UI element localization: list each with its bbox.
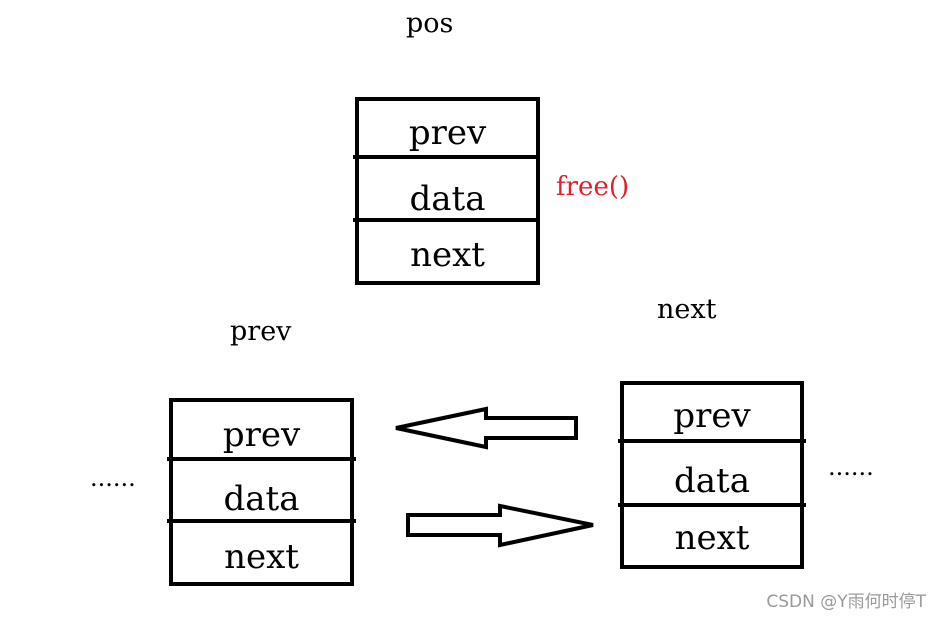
watermark: CSDN @Y雨何时停T (766, 592, 926, 612)
next-node-divider-1 (618, 439, 806, 443)
next-node: prev data next (620, 381, 804, 569)
next-node-prev-field: prev (673, 396, 751, 436)
prev-node-divider-1 (167, 457, 356, 461)
pos-label: pos (406, 8, 454, 39)
left-arrow-shape (395, 406, 578, 450)
pos-node-divider-1 (353, 155, 540, 159)
pos-node-next-field: next (410, 235, 485, 275)
right-arrow-shape (406, 503, 594, 548)
prev-node-divider-2 (167, 519, 356, 523)
prev-node-prev-field: prev (222, 415, 301, 455)
pos-node-divider-2 (353, 218, 540, 222)
free-label: free() (556, 172, 630, 202)
next-node-data-field: data (674, 461, 750, 501)
ellipsis-left: ...... (90, 464, 136, 492)
prev-node: prev data next (169, 398, 354, 586)
pos-node-prev-field: prev (408, 113, 487, 153)
pos-node-data-field: data (409, 179, 486, 219)
next-node-divider-2 (618, 503, 806, 507)
prev-node-data-field: data (223, 479, 300, 519)
ellipsis-right: ...... (828, 453, 874, 481)
prev-label: prev (230, 316, 292, 347)
pos-node: prev data next (355, 97, 540, 285)
next-label: next (657, 294, 717, 325)
next-node-next-field: next (674, 518, 750, 558)
prev-node-next-field: next (224, 537, 299, 577)
